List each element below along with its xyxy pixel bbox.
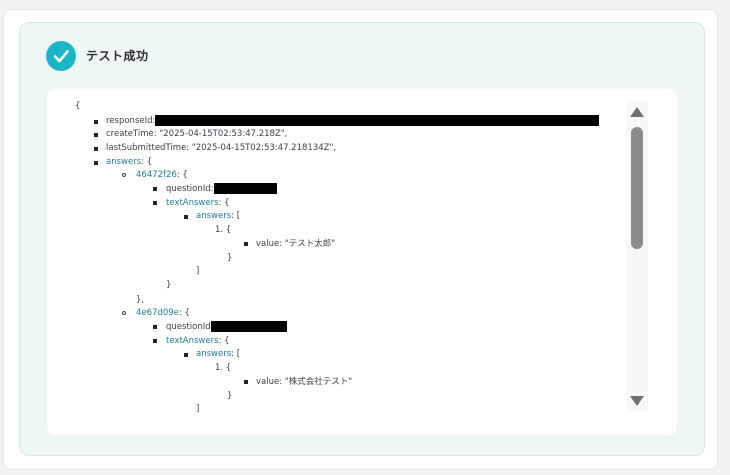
answers-line: answers: { bbox=[106, 157, 153, 167]
circle-bullet-icon bbox=[122, 173, 126, 177]
success-check-icon bbox=[46, 41, 76, 71]
create-time-line: createTime: "2025-04-15T02:53:47.218Z", bbox=[106, 129, 288, 139]
bullet-icon bbox=[94, 120, 98, 124]
square-bullet-icon bbox=[153, 339, 157, 343]
text-answers-key[interactable]: textAnswers bbox=[166, 198, 219, 208]
redacted-question-id bbox=[213, 183, 277, 194]
answer-value-line: value: "テスト太郎" bbox=[256, 239, 336, 249]
square-bullet-icon bbox=[244, 242, 248, 246]
last-submitted-line: lastSubmittedTime: "2025-04-15T02:53:47.… bbox=[106, 143, 337, 153]
redacted-question-id bbox=[210, 321, 287, 332]
question-1-id-line: questionId: bbox=[166, 183, 277, 195]
answers-array-close: ] bbox=[196, 404, 200, 414]
square-bullet-icon bbox=[184, 215, 188, 219]
text-answers-line: textAnswers: { bbox=[166, 198, 230, 208]
answer-item-close: } bbox=[227, 253, 233, 263]
json-open-brace: { bbox=[75, 101, 81, 111]
answer-value-line: value: "株式会社テスト" bbox=[256, 377, 353, 387]
bullet-icon bbox=[94, 161, 98, 165]
scroll-down-arrow-icon[interactable] bbox=[630, 396, 644, 406]
answers-array-close: ] bbox=[196, 266, 200, 276]
square-bullet-icon bbox=[153, 187, 157, 191]
answers-array-key[interactable]: answers bbox=[196, 211, 232, 221]
circle-bullet-icon bbox=[122, 311, 126, 315]
response-id-line: responseId: bbox=[106, 115, 600, 127]
question-2-line: 4e67d09e: { bbox=[136, 308, 190, 318]
test-success-title: テスト成功 bbox=[86, 49, 149, 63]
square-bullet-icon bbox=[184, 353, 188, 357]
answers-array-key[interactable]: answers bbox=[196, 349, 232, 359]
question-2-id-line: questionId bbox=[166, 321, 287, 333]
question-1-line: 46472f26: { bbox=[136, 170, 188, 180]
text-answers-line: textAnswers: { bbox=[166, 336, 230, 346]
redacted-response-id bbox=[155, 115, 600, 126]
square-bullet-icon bbox=[153, 201, 157, 205]
scrollbar-thumb[interactable] bbox=[631, 127, 643, 249]
answers-array-line: answers: [ bbox=[196, 349, 241, 359]
bullet-icon bbox=[94, 147, 98, 151]
json-output-card[interactable]: { responseId: createTime: "2025-04-15T02… bbox=[47, 89, 677, 435]
response-id-key: responseId: bbox=[106, 116, 156, 126]
answer-item-close: } bbox=[227, 391, 233, 401]
answers-array-line: answers: [ bbox=[196, 211, 241, 221]
answer-item-open: 1. { bbox=[215, 225, 232, 235]
square-bullet-icon bbox=[244, 380, 248, 384]
scroll-up-arrow-icon[interactable] bbox=[630, 107, 644, 117]
question-2-id[interactable]: 4e67d09e bbox=[136, 308, 179, 318]
bullet-icon bbox=[94, 133, 98, 137]
text-answers-key[interactable]: textAnswers bbox=[166, 336, 219, 346]
answer-item-open: 1. { bbox=[215, 363, 232, 373]
answers-key[interactable]: answers bbox=[106, 157, 142, 167]
vertical-scrollbar[interactable] bbox=[626, 101, 648, 411]
square-bullet-icon bbox=[153, 325, 157, 329]
question-1-id[interactable]: 46472f26 bbox=[136, 170, 177, 180]
text-answers-close: } bbox=[166, 280, 172, 290]
question-1-close: }, bbox=[136, 295, 145, 305]
json-output-body: { responseId: createTime: "2025-04-15T02… bbox=[47, 89, 622, 435]
